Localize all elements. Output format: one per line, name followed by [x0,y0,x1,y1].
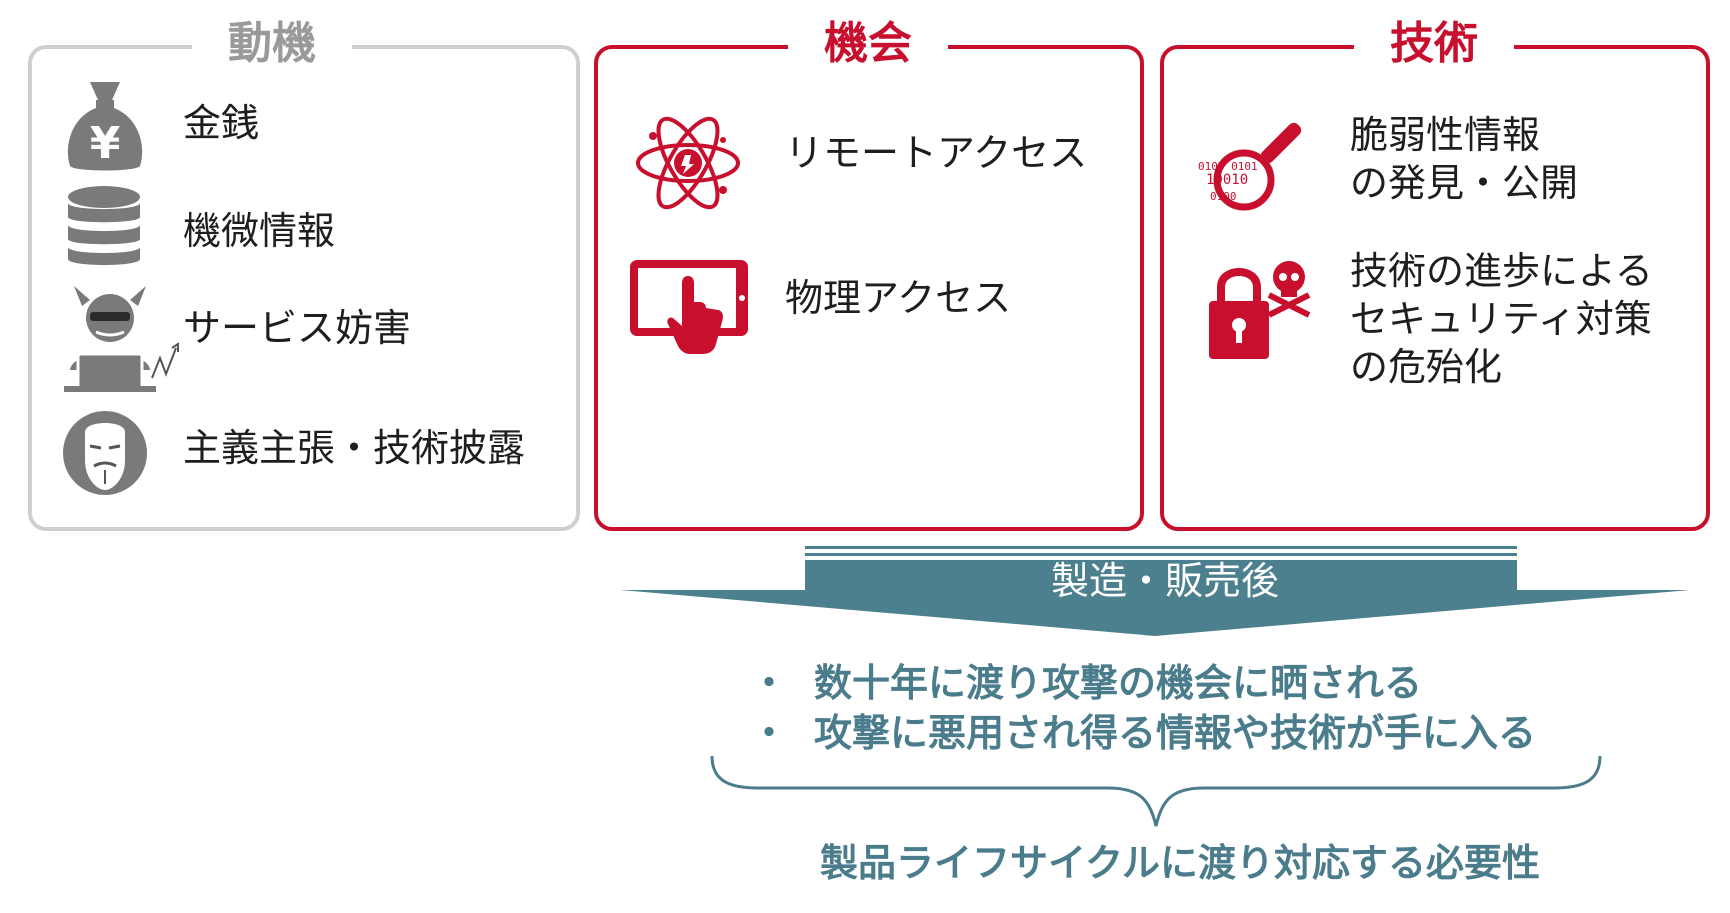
bullet-dot: ・ [750,661,789,705]
curly-brace [710,755,1602,827]
motive-item-ideology: 主義主張・技術披露 [183,426,526,470]
mask-icon [63,411,147,495]
conclusion-text: 製品ライフサイクルに渡り対応する必要性 [819,841,1541,885]
post-sale-arrow: 製造・販売後 [620,546,1690,646]
binary-row-2: 10010 [1206,172,1248,188]
money-bag-icon: ¥ [67,82,143,171]
opportunity-item-remote: リモートアクセス [785,131,1088,175]
motive-item-sensitive-info: 機微情報 [183,209,336,253]
hacker-icon [64,286,179,392]
bullet-text: 数十年に渡り攻撃の機会に晒される [814,661,1423,705]
magnifier-binary-icon: 0100 0101 10010 0100 [1198,122,1302,211]
motive-title: 動機 [192,14,352,74]
padlock-skull-icon [1209,261,1311,359]
remote-access-icon [636,116,740,210]
binary-row-1: 0100 0101 [1198,160,1258,173]
tech-item-vuln-line2: の発見・公開 [1350,161,1579,205]
motive-item-money: 金銭 [183,101,260,145]
tech-item-advance-line1: 技術の進歩による [1350,249,1653,293]
motive-box: 動機 [28,14,580,531]
opportunity-item-physical: 物理アクセス [785,276,1012,320]
svg-text:¥: ¥ [90,118,121,169]
bullet-text: 攻撃に悪用され得る情報や技術が手に入る [814,711,1537,755]
tech-item-advance-line2: セキュリティ対策 [1350,297,1652,341]
database-icon [68,186,140,265]
bullet-dot: ・ [750,711,789,755]
physical-access-icon [630,260,748,354]
arrow-shape [620,546,1690,636]
arrow-label: 製造・販売後 [1050,559,1279,603]
motive-item-dos: サービス妨害 [183,306,412,350]
tech-item-vuln-line1: 脆弱性情報 [1350,113,1541,157]
technology-box: 技術 [1160,14,1710,531]
tech-item-advance-line3: の危殆化 [1350,345,1503,389]
opportunity-box: 機会 [594,14,1144,531]
opportunity-title: 機会 [788,14,948,74]
technology-title: 技術 [1354,14,1514,74]
